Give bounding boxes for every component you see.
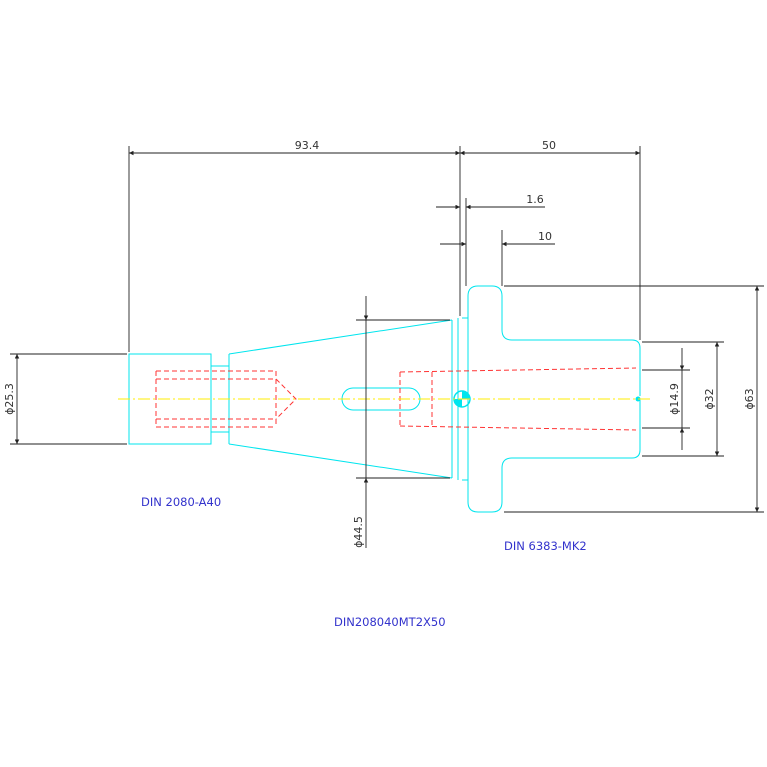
dim-text-93-4: 93.4 <box>295 139 320 152</box>
dim-text-1-6: 1.6 <box>526 193 544 206</box>
dimension-texts: 93.4 50 1.6 10 ϕ25.3 ϕ44.5 ϕ14.9 ϕ32 ϕ63 <box>3 139 756 548</box>
dim-text-dia-32: ϕ32 <box>703 388 716 409</box>
flange <box>467 285 641 396</box>
label-left-part: DIN 2080-A40 <box>141 495 221 509</box>
taper-top-edge <box>228 319 453 355</box>
dimension-lines <box>10 146 764 548</box>
drawing-sheet <box>0 140 767 630</box>
dim-text-dia-14-9: ϕ14.9 <box>668 383 681 415</box>
dim-text-dia-44-5: ϕ44.5 <box>352 516 365 548</box>
part-outline <box>128 285 641 513</box>
dim-text-10: 10 <box>538 230 552 243</box>
part-labels: DIN 2080-A40 DIN 6383-MK2 DIN208040MT2X5… <box>141 495 587 629</box>
dim-text-50: 50 <box>542 139 556 152</box>
dim-text-dia-25-3: ϕ25.3 <box>3 383 16 415</box>
dim-text-dia-63: ϕ63 <box>743 388 756 409</box>
label-right-part: DIN 6383-MK2 <box>504 539 587 553</box>
label-drawing-id: DIN208040MT2X50 <box>334 615 446 629</box>
hidden-lines <box>155 367 637 431</box>
taper-bottom-edge <box>228 443 453 479</box>
